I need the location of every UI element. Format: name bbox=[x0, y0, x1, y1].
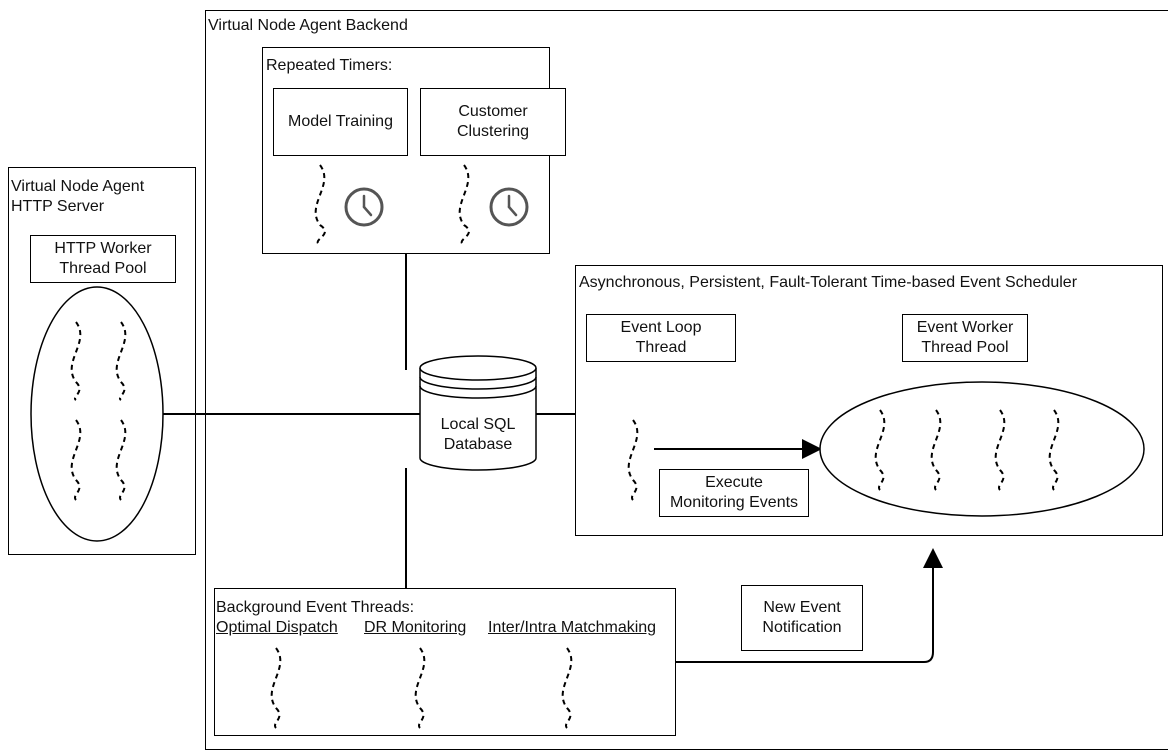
http-server-container bbox=[8, 167, 196, 555]
http-worker-pool-label: HTTP Worker Thread Pool bbox=[30, 235, 176, 283]
execute-monitoring-events-label: Execute Monitoring Events bbox=[659, 469, 809, 517]
background-threads-title: Background Event Threads: bbox=[216, 599, 415, 616]
thread-optimal-dispatch: Optimal Dispatch bbox=[216, 619, 338, 636]
thread-inter-intra-matchmaking: Inter/Intra Matchmaking bbox=[488, 619, 657, 636]
timer-customer-clustering: Customer Clustering bbox=[420, 88, 566, 156]
background-threads-container bbox=[214, 588, 676, 736]
backend-title: Virtual Node Agent Backend bbox=[208, 17, 408, 34]
database-label: Local SQL Database bbox=[440, 416, 516, 453]
event-worker-pool-label: Event Worker Thread Pool bbox=[902, 314, 1028, 362]
repeated-timers-title: Repeated Timers: bbox=[266, 57, 393, 74]
thread-dr-monitoring: DR Monitoring bbox=[364, 619, 467, 636]
scheduler-title: Asynchronous, Persistent, Fault-Tolerant… bbox=[579, 274, 1078, 291]
new-event-notification-label: New Event Notification bbox=[741, 585, 863, 651]
http-server-title: Virtual Node Agent HTTP Server bbox=[11, 178, 145, 215]
timer-model-training: Model Training bbox=[273, 88, 408, 156]
event-loop-thread-label: Event Loop Thread bbox=[586, 314, 736, 362]
